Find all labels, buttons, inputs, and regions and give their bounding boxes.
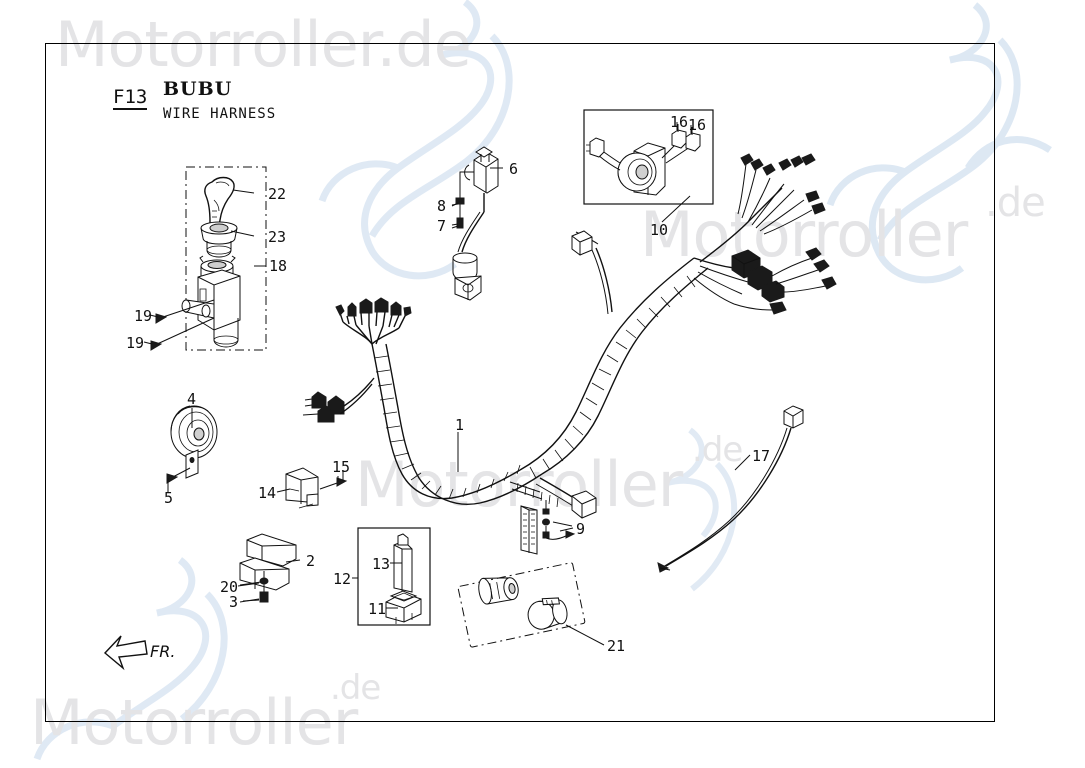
callout-9: 9 bbox=[576, 520, 586, 538]
callout-23: 23 bbox=[268, 228, 287, 246]
harness-upper-right-cluster bbox=[699, 153, 826, 263]
rubber-pad-art bbox=[239, 533, 297, 603]
watermark-bottom-de: .de bbox=[330, 668, 381, 708]
callout-14: 14 bbox=[258, 484, 277, 502]
connector-set-art bbox=[478, 577, 568, 630]
harness-mid-right-cluster bbox=[693, 247, 837, 315]
callout-leaders bbox=[143, 124, 751, 646]
watermark-right-de: .de bbox=[985, 180, 1046, 226]
harness-lower-branch bbox=[509, 477, 597, 519]
key-cylinder-cap-art bbox=[200, 221, 238, 258]
callout-7: 7 bbox=[437, 217, 447, 235]
starter-relay-art bbox=[586, 122, 701, 196]
connector-set-group-box bbox=[457, 562, 586, 648]
callout-15: 15 bbox=[332, 458, 351, 476]
callout-19b: 19 bbox=[126, 334, 145, 352]
ignition-coil-art bbox=[451, 146, 499, 301]
shear-bolt-art bbox=[150, 299, 215, 351]
diagram-border bbox=[45, 43, 995, 722]
sheet-subject: WIRE HARNESS bbox=[163, 106, 277, 122]
callout-20: 20 bbox=[220, 578, 239, 596]
callout-11: 11 bbox=[368, 600, 387, 618]
horn-art bbox=[166, 405, 218, 492]
ignition-switch-body-art bbox=[181, 255, 241, 348]
callout-16a: 16 bbox=[670, 113, 689, 131]
callout-22: 22 bbox=[268, 185, 287, 203]
callout-18: 18 bbox=[269, 257, 288, 275]
harness-branch-connector bbox=[302, 377, 375, 423]
ignition-switch-group-box bbox=[185, 166, 267, 351]
cdi-unit-art bbox=[285, 467, 348, 509]
callout-13: 13 bbox=[372, 555, 391, 573]
ground-lead-art bbox=[520, 500, 576, 555]
harness-left-connector-cluster bbox=[335, 297, 412, 345]
callout-3: 3 bbox=[229, 593, 239, 611]
callout-19a: 19 bbox=[134, 307, 153, 325]
callout-17: 17 bbox=[752, 447, 771, 465]
watermark-mid-de: .de bbox=[692, 430, 743, 470]
front-direction-label: FR. bbox=[150, 642, 176, 661]
wire-harness-main-art bbox=[302, 153, 837, 519]
watermark-top: Motorroller.de bbox=[55, 8, 472, 81]
callout-8: 8 bbox=[437, 197, 447, 215]
relay-set-group-box bbox=[357, 527, 431, 626]
callout-2: 2 bbox=[306, 552, 316, 570]
front-direction-arrow bbox=[103, 635, 148, 671]
callout-4: 4 bbox=[187, 390, 197, 408]
callout-10: 10 bbox=[650, 221, 669, 239]
callout-6: 6 bbox=[509, 160, 519, 178]
callout-12: 12 bbox=[333, 570, 352, 588]
callout-21: 21 bbox=[607, 637, 626, 655]
callout-5: 5 bbox=[164, 489, 174, 507]
callout-16b: 16 bbox=[688, 116, 707, 134]
model-name: BUBU bbox=[163, 78, 233, 100]
battery-cable-art bbox=[657, 405, 804, 573]
relay-set-art bbox=[385, 533, 422, 624]
starter-relay-group-box bbox=[583, 109, 714, 205]
watermark-bottom: Motorroller bbox=[30, 686, 358, 759]
callout-1: 1 bbox=[455, 416, 465, 434]
sheet-code: F13 bbox=[113, 86, 148, 110]
